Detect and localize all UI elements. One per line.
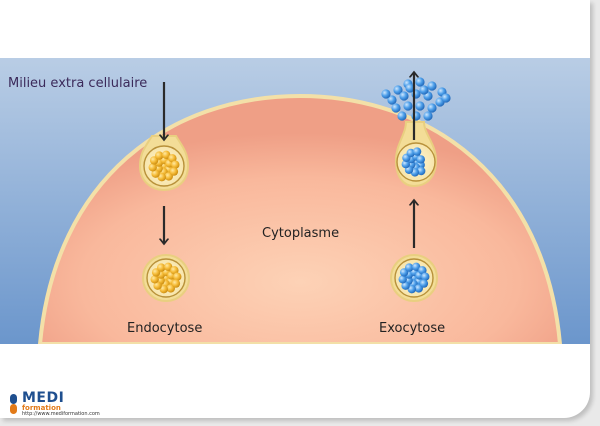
particle	[427, 103, 437, 113]
particle	[398, 275, 407, 284]
extracellular-label: Milieu extra cellulaire	[8, 76, 148, 91]
particle	[412, 262, 421, 271]
particle	[415, 101, 425, 111]
particle	[159, 285, 168, 294]
particle	[157, 263, 166, 272]
particle	[393, 85, 403, 95]
particle	[155, 151, 164, 160]
exocytosis-label: Exocytose	[379, 321, 446, 336]
exocytosis-vesicle-fusing	[394, 121, 438, 188]
particle	[416, 155, 425, 164]
particle	[381, 89, 391, 99]
particle	[157, 173, 166, 182]
endocytosis-label: Endocytose	[127, 321, 203, 336]
logo-url: http://www.mediformation.com	[22, 411, 100, 417]
particle	[417, 166, 426, 176]
particle	[441, 93, 451, 103]
particle	[405, 83, 415, 93]
capsule-icon	[10, 394, 17, 414]
particle	[406, 148, 415, 158]
logo-subtitle: formation	[22, 404, 61, 412]
particle	[162, 150, 171, 159]
particle	[407, 285, 416, 294]
particle	[148, 163, 157, 172]
endocytosis-vesicle-forming	[138, 135, 190, 192]
particle	[423, 111, 433, 121]
particle	[171, 279, 181, 288]
particle	[171, 160, 180, 169]
particle	[415, 77, 425, 87]
particle	[412, 147, 422, 156]
cytoplasm-label: Cytoplasme	[262, 226, 340, 241]
mediformation-logo: MEDI formation http://www.mediformation.…	[8, 390, 128, 418]
particle	[411, 111, 421, 121]
particle	[150, 275, 159, 284]
released-particles	[381, 77, 451, 121]
logo-brand: MEDI	[22, 390, 65, 406]
particle	[151, 169, 160, 178]
exocytosis-vesicle-internal	[390, 254, 438, 302]
particle	[421, 272, 430, 281]
particle	[153, 281, 162, 290]
endocytosis-vesicle-internal	[142, 254, 190, 302]
particle	[387, 95, 397, 105]
particle	[405, 263, 414, 272]
slide-card: Milieu extra cellulaire Cytoplasme Endoc…	[0, 0, 590, 418]
particle	[419, 85, 429, 95]
particle	[397, 111, 407, 121]
particle	[173, 272, 182, 281]
particle	[403, 101, 413, 111]
particle	[399, 91, 409, 101]
particle	[391, 103, 401, 113]
particle	[401, 160, 410, 169]
particle	[170, 266, 179, 275]
particle	[419, 279, 429, 288]
particle	[164, 262, 173, 271]
particle	[169, 167, 179, 176]
cell-diagram	[0, 58, 590, 344]
particle	[168, 154, 177, 163]
particle	[401, 281, 410, 290]
particle	[427, 81, 437, 91]
particle	[418, 266, 427, 275]
